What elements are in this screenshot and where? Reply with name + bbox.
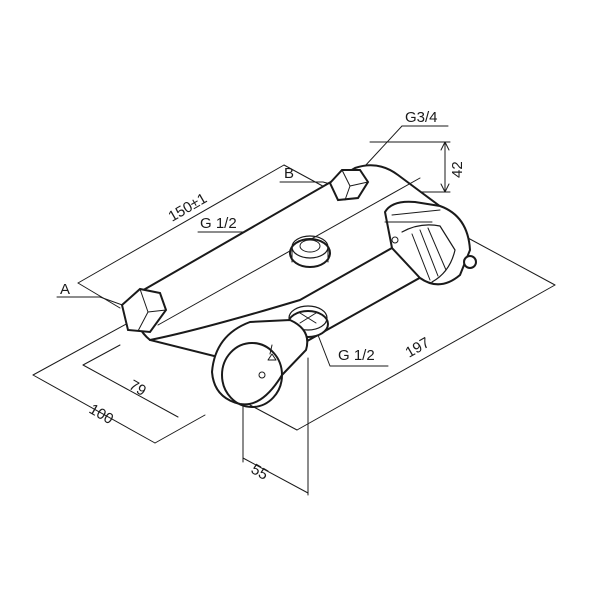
right-connection-nut	[328, 169, 370, 202]
label-55: 55	[248, 461, 271, 484]
label-b: B	[284, 165, 294, 182]
dimension-197	[249, 237, 556, 431]
top-outlet-g12	[289, 235, 331, 268]
label-197: 197	[403, 334, 433, 361]
dimension-55	[242, 357, 309, 496]
label-g34: G3/4	[405, 109, 438, 126]
right-handle	[383, 200, 477, 286]
label-79: 79	[126, 377, 149, 400]
label-bottom-g12: G 1/2	[338, 347, 375, 364]
left-connection-nut	[120, 287, 168, 334]
label-100: 100	[86, 401, 116, 428]
label-a: A	[60, 281, 70, 298]
label-top-g12: G 1/2	[200, 215, 237, 232]
label-42: 42	[449, 161, 466, 178]
dimension-79	[82, 344, 179, 418]
dimension-100	[32, 321, 206, 444]
left-handle	[210, 318, 309, 408]
dimension-42	[369, 141, 451, 193]
